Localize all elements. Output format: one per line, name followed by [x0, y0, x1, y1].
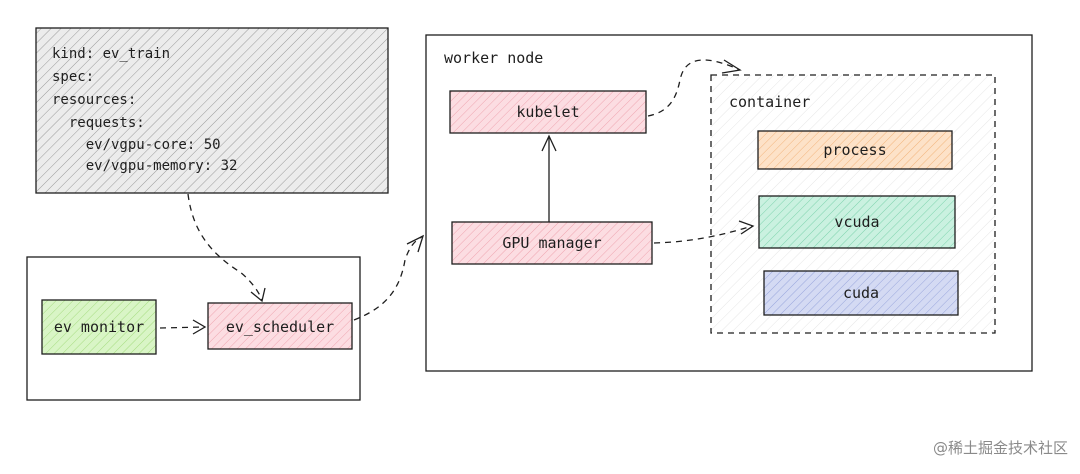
kubelet-label: kubelet — [516, 103, 579, 121]
worker-node-label: worker node — [444, 49, 543, 67]
vcuda-label: vcuda — [834, 213, 879, 231]
cuda-label: cuda — [843, 284, 879, 302]
arrow-scheduler-to-worker — [353, 234, 425, 321]
vcuda-box: vcuda — [758, 195, 956, 249]
ev-scheduler-box: ev_scheduler — [207, 302, 353, 350]
process-label: process — [823, 141, 886, 159]
arrow-gpu-manager-to-vcuda — [653, 220, 755, 244]
cuda-box: cuda — [763, 270, 959, 316]
kubelet-box: kubelet — [449, 90, 647, 134]
spec-line-2: spec: — [52, 69, 94, 85]
container-label: container — [729, 93, 810, 111]
watermark-text: @稀土掘金技术社区 — [933, 439, 1068, 457]
ev-scheduler-label: ev_scheduler — [226, 318, 334, 336]
arrow-monitor-to-scheduler — [159, 319, 207, 335]
spec-line-5: ev/vgpu-core: 50 — [52, 137, 221, 153]
spec-line-3: resources: — [52, 92, 136, 108]
ev-monitor-label: ev monitor — [54, 318, 144, 336]
process-box: process — [757, 130, 953, 170]
gpu-manager-box: GPU manager — [451, 221, 653, 265]
spec-line-4: requests: — [52, 115, 145, 131]
spec-line-6: ev/vgpu-memory: 32 — [52, 158, 237, 174]
arrow-gpu-manager-to-kubelet — [541, 134, 557, 222]
arrow-kubelet-to-container — [647, 59, 742, 117]
ev-monitor-box: ev monitor — [41, 299, 157, 355]
spec-line-1: kind: ev_train — [52, 46, 170, 62]
gpu-manager-label: GPU manager — [502, 234, 601, 252]
arrow-spec-to-scheduler — [187, 193, 266, 303]
resource-spec-box: kind: ev_train spec: resources: requests… — [35, 27, 389, 194]
